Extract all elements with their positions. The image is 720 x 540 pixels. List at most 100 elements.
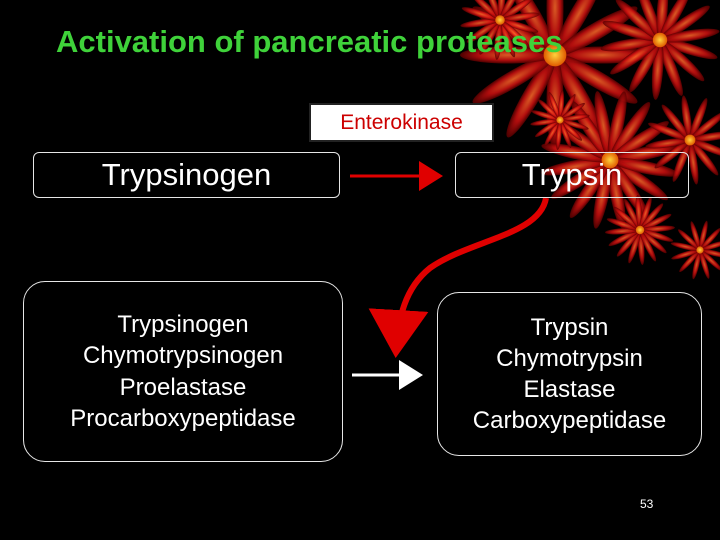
enterokinase-label: Enterokinase [309, 103, 494, 142]
flower-core [556, 116, 564, 124]
flower-petal [609, 121, 669, 161]
flower-petal [659, 38, 718, 60]
flower-petal [607, 91, 627, 160]
flower-petal [506, 54, 557, 138]
flower-petal [679, 249, 701, 273]
flower-petal [569, 159, 611, 218]
flower-petal [645, 138, 690, 149]
flower-petal [623, 198, 641, 231]
flower-petal [559, 119, 582, 141]
flower-petal [671, 249, 700, 260]
flower-petal [559, 119, 589, 130]
flower-petal [606, 218, 641, 231]
flower-petal [530, 118, 561, 126]
flower-petal [648, 122, 691, 141]
slide-title: Activation of pancreatic proteases [56, 24, 563, 59]
active-item: Trypsin [530, 313, 609, 341]
precursor-item: Trypsinogen [117, 311, 249, 339]
flower-petal [661, 104, 691, 141]
flower-petal [629, 39, 661, 93]
flower-petal [659, 5, 710, 41]
flower-petal [639, 213, 672, 231]
precursor-item: Chymotrypsinogen [82, 342, 284, 370]
flower-petal [700, 240, 720, 251]
flower-petal [692, 249, 701, 280]
flower-core [696, 246, 704, 254]
flower-petal [639, 229, 667, 254]
flower-petal [699, 249, 720, 271]
active-item: Elastase [523, 376, 616, 403]
flower-core [543, 43, 567, 67]
flower-petal [499, 0, 534, 21]
flower-petal [613, 206, 641, 231]
flower-petal [610, 39, 661, 75]
precursor-item: Procarboxypeptidase [70, 404, 296, 432]
flower-petal [479, 19, 501, 55]
flower-petal [544, 119, 561, 146]
active-item: Chymotrypsin [496, 344, 643, 372]
trypsin-box: Trypsin [455, 152, 689, 198]
flower-core [652, 32, 668, 48]
flower-petal [639, 229, 657, 262]
flower-petal [609, 144, 679, 163]
flower-petal [658, 39, 683, 96]
page-number: 53 [640, 497, 654, 511]
flower-petal [660, 28, 720, 43]
flower-core [601, 151, 619, 169]
flower-petal [670, 242, 701, 251]
flower-petal [609, 159, 668, 201]
flower-petal [639, 196, 652, 231]
flower-petal [639, 229, 674, 242]
flower-petal [594, 91, 613, 161]
flower-petal [600, 37, 660, 52]
flower-petal [672, 139, 691, 182]
flower-petal [460, 18, 500, 28]
flower-petal [500, 12, 540, 22]
flower-petal [461, 7, 501, 21]
flower-petal [538, 99, 561, 121]
flower-petal [531, 110, 561, 121]
feedback-arrow [368, 197, 549, 358]
flower-petal [559, 114, 590, 122]
flower-petal [637, 0, 662, 41]
flower-petal [472, 53, 556, 104]
flower-petal [499, 19, 539, 33]
flower-petal [639, 203, 664, 231]
active-item: Carboxypeptidase [472, 407, 667, 435]
flower-petal [484, 0, 501, 21]
flower-petal [689, 139, 720, 158]
flower-petal [699, 249, 720, 258]
flower-petal [553, 54, 604, 138]
flower-petal [681, 95, 692, 140]
precursors-box: Trypsinogen Chymotrypsinogen Proelastase… [23, 281, 343, 462]
flower-petal [690, 221, 701, 250]
flower-petal [659, 0, 691, 41]
flower-core [495, 15, 505, 25]
trypsin-label: Trypsin [521, 157, 623, 192]
flower-petal [659, 39, 705, 82]
flower-petal [616, 229, 641, 257]
flower-petal [609, 102, 651, 161]
flower-core [684, 134, 696, 146]
flower-petal [610, 157, 679, 177]
flower-petal [699, 250, 710, 279]
flower-petal [554, 53, 638, 104]
flower-petal [559, 102, 585, 121]
flower-petal [553, 0, 604, 56]
flower-petal [688, 140, 699, 185]
flower-petal [628, 229, 641, 264]
flower-petal [608, 229, 641, 247]
flower-petal [593, 160, 613, 229]
flower-petal [602, 20, 661, 42]
flower-petal [466, 19, 501, 43]
flower-petal [546, 0, 564, 55]
flower-petal [690, 131, 720, 142]
flower-petal [689, 98, 708, 141]
flower-petal [689, 139, 719, 176]
flower-petal [551, 159, 611, 199]
flower-petal [559, 94, 576, 121]
flower-petal [535, 119, 561, 138]
flower-petal [615, 0, 661, 41]
